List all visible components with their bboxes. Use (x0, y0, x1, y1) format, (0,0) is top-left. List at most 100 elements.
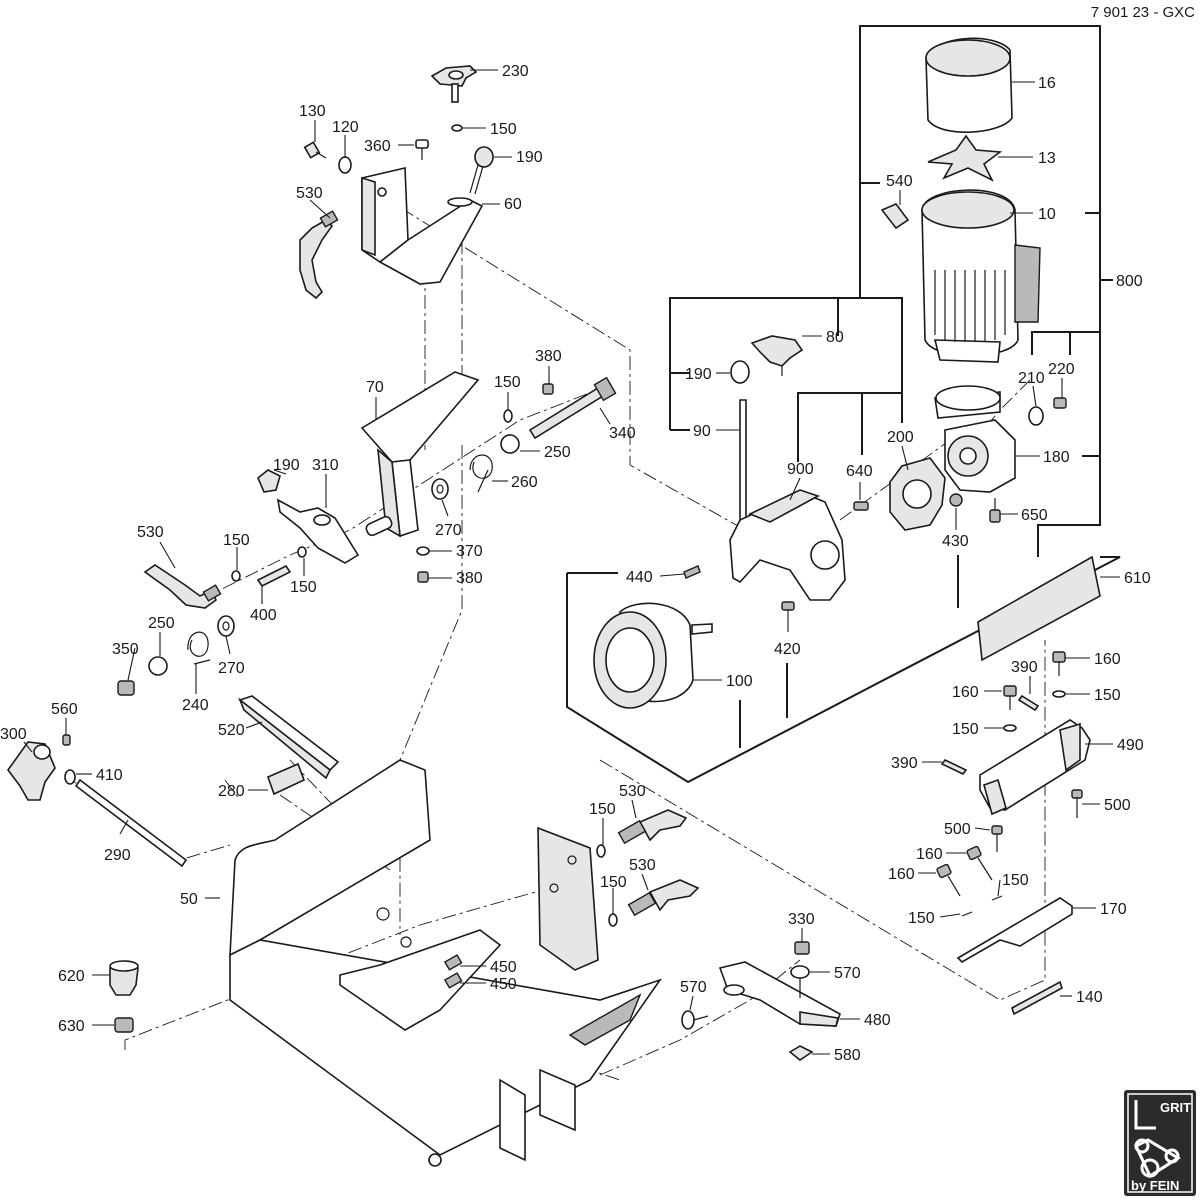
callout-label: 530 (296, 185, 323, 202)
callout-label: 250 (148, 615, 175, 632)
callout-label: 160 (916, 846, 943, 863)
callout-label: 620 (58, 968, 85, 985)
callout-label: 380 (535, 348, 562, 365)
assembly-brackets (566, 25, 1121, 784)
logo-brand: GRIT (1160, 1100, 1191, 1115)
callout-label: 10 (1038, 206, 1056, 223)
callout-label: 200 (887, 429, 914, 446)
callout-label: 900 (787, 461, 814, 478)
rail-and-lever-parts (7, 695, 340, 868)
callout-label: 270 (218, 660, 245, 677)
callout-label: 340 (609, 425, 636, 442)
callout-label: 150 (490, 121, 517, 138)
callout-label: 380 (456, 570, 483, 587)
callout-label: 300 (0, 726, 27, 743)
callout-label: 420 (774, 641, 801, 658)
callout-label: 360 (364, 138, 391, 155)
tool-rest-assembly (936, 555, 1101, 1016)
callout-label: 170 (1100, 901, 1127, 918)
callout-label: 310 (312, 457, 339, 474)
callout-label: 610 (1124, 570, 1151, 587)
callout-label: 80 (826, 329, 844, 346)
callout-label: 570 (834, 965, 861, 982)
callout-label: 150 (223, 532, 250, 549)
callout-label: 190 (685, 366, 712, 383)
motor-assembly (593, 37, 1067, 709)
callout-label: 160 (888, 866, 915, 883)
callout-label: 140 (1076, 989, 1103, 1006)
callout-label: 290 (104, 847, 131, 864)
callout-label: 500 (1104, 797, 1131, 814)
callout-label: 500 (944, 821, 971, 838)
callout-label: 570 (680, 979, 707, 996)
callout-label: 150 (600, 874, 627, 891)
callout-label: 270 (435, 522, 462, 539)
callout-label: 50 (180, 891, 198, 908)
callout-label: 530 (619, 783, 646, 800)
callout-label: 430 (942, 533, 969, 550)
support-bracket-assembly (360, 371, 617, 583)
leader-lines (23, 69, 1120, 1055)
document-id: 7 901 23 - GXC (1091, 4, 1195, 21)
callout-label: 160 (952, 684, 979, 701)
callout-label: 370 (456, 543, 483, 560)
callout-label: 220 (1048, 361, 1075, 378)
callout-label: 390 (1011, 659, 1038, 676)
callout-label: 390 (891, 755, 918, 772)
callout-label: 450 (490, 976, 517, 993)
callout-label: 530 (137, 524, 164, 541)
callout-label: 150 (952, 721, 979, 738)
right-clamp-levers (443, 809, 700, 989)
grit-logo: GRIT by FEIN (1124, 1090, 1196, 1196)
callout-label: 630 (58, 1018, 85, 1035)
callout-label: 190 (273, 457, 300, 474)
callout-label: 130 (299, 103, 326, 120)
callout-label: 150 (290, 579, 317, 596)
callout-label: 480 (864, 1012, 891, 1029)
callout-label: 520 (218, 722, 245, 739)
callout-label: 230 (502, 63, 529, 80)
callout-label: 90 (693, 423, 711, 440)
callout-label: 150 (1094, 687, 1121, 704)
pivot-arm-assembly (117, 469, 360, 696)
callout-label: 260 (511, 474, 538, 491)
callout-label: 190 (516, 149, 543, 166)
callout-label: 210 (1018, 370, 1045, 387)
logo-byline: by FEIN (1131, 1178, 1179, 1193)
callout-label: 800 (1116, 273, 1143, 290)
callout-label: 450 (490, 959, 517, 976)
callout-labels: 16 13 540 10 800 220 210 180 650 200 640… (0, 63, 1151, 1064)
callout-label: 540 (886, 173, 913, 190)
callout-label: 490 (1117, 737, 1144, 754)
belt-grinder-logo-icon (1134, 1100, 1181, 1179)
callout-label: 580 (834, 1047, 861, 1064)
slider-bracket-assembly (681, 941, 841, 1061)
callout-label: 280 (218, 783, 245, 800)
mounting-bracket-assembly (299, 65, 494, 300)
callout-label: 160 (1094, 651, 1121, 668)
callout-label: 560 (51, 701, 78, 718)
callout-label: 250 (544, 444, 571, 461)
callout-label: 60 (504, 196, 522, 213)
callout-label: 150 (589, 801, 616, 818)
callout-label: 530 (629, 857, 656, 874)
callout-label: 400 (250, 607, 277, 624)
callout-label: 120 (332, 119, 359, 136)
cable-gland-parts (109, 960, 139, 1033)
callout-label: 440 (626, 569, 653, 586)
callout-label: 16 (1038, 75, 1056, 92)
callout-label: 330 (788, 911, 815, 928)
callout-label: 640 (846, 463, 873, 480)
callout-label: 650 (1021, 507, 1048, 524)
callout-label: 13 (1038, 150, 1056, 167)
callout-label: 150 (908, 910, 935, 927)
callout-label: 410 (96, 767, 123, 784)
callout-label: 100 (726, 673, 753, 690)
callout-label: 240 (182, 697, 209, 714)
callout-label: 150 (1002, 872, 1029, 889)
base-frame (229, 759, 663, 1167)
callout-label: 350 (112, 641, 139, 658)
callout-label: 180 (1043, 449, 1070, 466)
callout-label: 150 (494, 374, 521, 391)
